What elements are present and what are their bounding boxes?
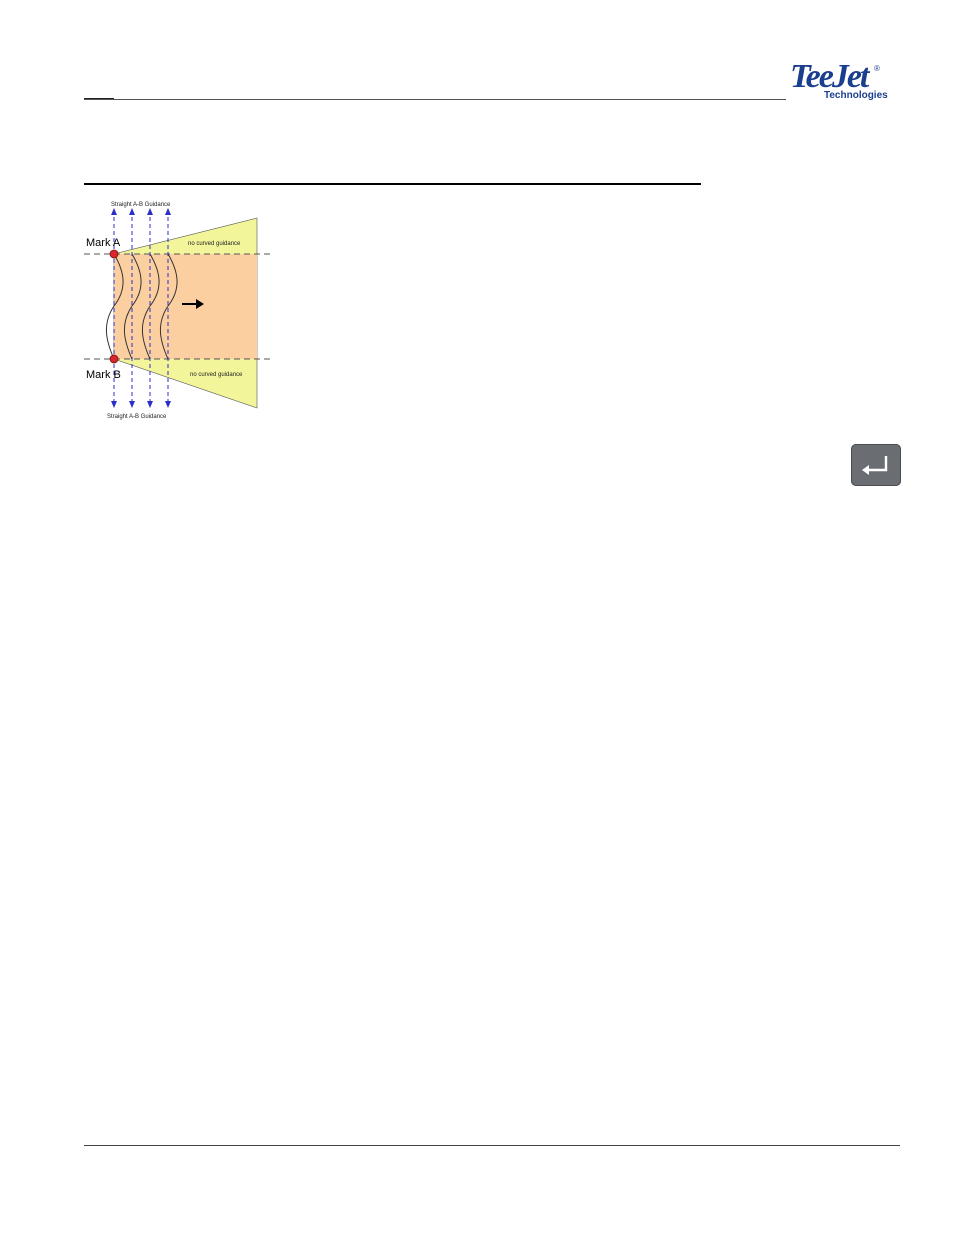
mark-b-dot — [109, 354, 119, 364]
footer-rule — [84, 1145, 900, 1146]
zone-label-top: no curved guidance — [188, 241, 241, 247]
arrow-head-down — [129, 401, 135, 408]
enter-return-icon — [867, 456, 888, 472]
arrow-head-up — [165, 208, 171, 215]
logo-subtitle: Technologies — [824, 90, 888, 101]
curved-pass-line — [124, 253, 142, 360]
arrow-head-up — [111, 208, 117, 215]
arrow-head-up — [129, 208, 135, 215]
mark-b-label: Mark B — [86, 369, 121, 381]
straight-guidance-label-bottom: Straight A-B Guidance — [107, 414, 167, 420]
curved-pass-line — [142, 253, 160, 360]
enter-key-icon — [851, 444, 901, 486]
curved-pass-line — [160, 253, 178, 360]
arrow-head-down — [147, 401, 153, 408]
arrow-head-down — [111, 401, 117, 408]
mark-a-dot — [109, 249, 119, 259]
section-title-rule — [84, 183, 701, 185]
arrow-head-down — [165, 401, 171, 408]
logo-wordmark: TeeJet — [790, 58, 869, 95]
header-rule — [84, 99, 786, 100]
registered-mark: ® — [874, 64, 880, 73]
mark-a-label: Mark A — [86, 237, 121, 249]
teejet-logo: TeeJet ® Technologies — [786, 58, 902, 106]
curved-guidance-zone — [114, 254, 257, 359]
straight-guidance-label-top: Straight A-B Guidance — [111, 202, 171, 208]
curved-pass-line — [106, 253, 124, 360]
ab-guidance-diagram: Straight A-B Guidance Straight A-B Guida… — [84, 196, 276, 424]
arrow-head-up — [147, 208, 153, 215]
direction-arrow-head — [196, 299, 204, 309]
zone-label-bottom: no curved guidance — [190, 372, 243, 378]
